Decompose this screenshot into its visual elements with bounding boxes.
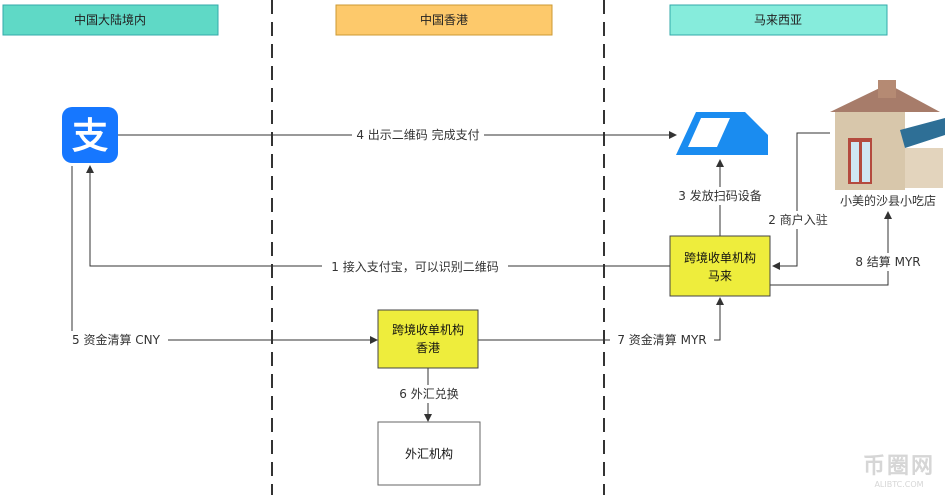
region-header-malaysia: 马来西亚 bbox=[669, 4, 888, 36]
step-5-label: 5 资金清算 CNY bbox=[72, 332, 161, 347]
shop-icon bbox=[830, 80, 945, 190]
step-6-label: 6 外汇兑换 bbox=[399, 387, 458, 401]
step-7-label: 7 资金清算 MYR bbox=[617, 332, 706, 347]
step-1-label: 1 接入支付宝，可以识别二维码 bbox=[331, 259, 498, 274]
shop-label: 小美的沙县小吃店 bbox=[840, 193, 936, 208]
region-label: 中国香港 bbox=[420, 12, 468, 27]
step-8-label: 8 结算 MYR bbox=[855, 254, 920, 269]
fx-institution-box: 外汇机构 bbox=[377, 421, 481, 486]
arrow-step-1 bbox=[86, 165, 670, 267]
watermark-url: ALIBTC.COM bbox=[874, 480, 924, 489]
step-3-label: 3 发放扫码设备 bbox=[678, 188, 761, 203]
box-label: 跨境收单机构 bbox=[392, 322, 464, 337]
acquirer-malaysia-box: 跨境收单机构 马来 bbox=[669, 235, 771, 297]
arrow-step-8 bbox=[770, 211, 892, 286]
scanner-device-icon bbox=[676, 112, 768, 155]
box-label: 跨境收单机构 bbox=[684, 250, 756, 265]
region-label: 中国大陆境内 bbox=[74, 12, 146, 27]
region-label: 马来西亚 bbox=[754, 13, 802, 27]
arrow-step-7 bbox=[478, 297, 724, 341]
svg-text:支: 支 bbox=[72, 116, 108, 157]
region-header-hongkong: 中国香港 bbox=[335, 4, 553, 36]
alipay-icon: 支 bbox=[62, 107, 118, 163]
step-2-label: 2 商户入驻 bbox=[768, 212, 827, 227]
watermark: 币圈网 ALIBTC.COM bbox=[863, 448, 935, 489]
step-4-label: 4 出示二维码 完成支付 bbox=[356, 127, 479, 142]
box-label: 香港 bbox=[416, 341, 440, 355]
arrow-step-2 bbox=[772, 132, 830, 270]
watermark-name: 币圈网 bbox=[862, 454, 935, 479]
region-header-mainland: 中国大陆境内 bbox=[2, 4, 219, 36]
acquirer-hongkong-box: 跨境收单机构 香港 bbox=[377, 309, 479, 369]
arrow-step-5 bbox=[71, 166, 378, 344]
box-label: 马来 bbox=[708, 269, 732, 283]
box-label: 外汇机构 bbox=[405, 446, 453, 461]
